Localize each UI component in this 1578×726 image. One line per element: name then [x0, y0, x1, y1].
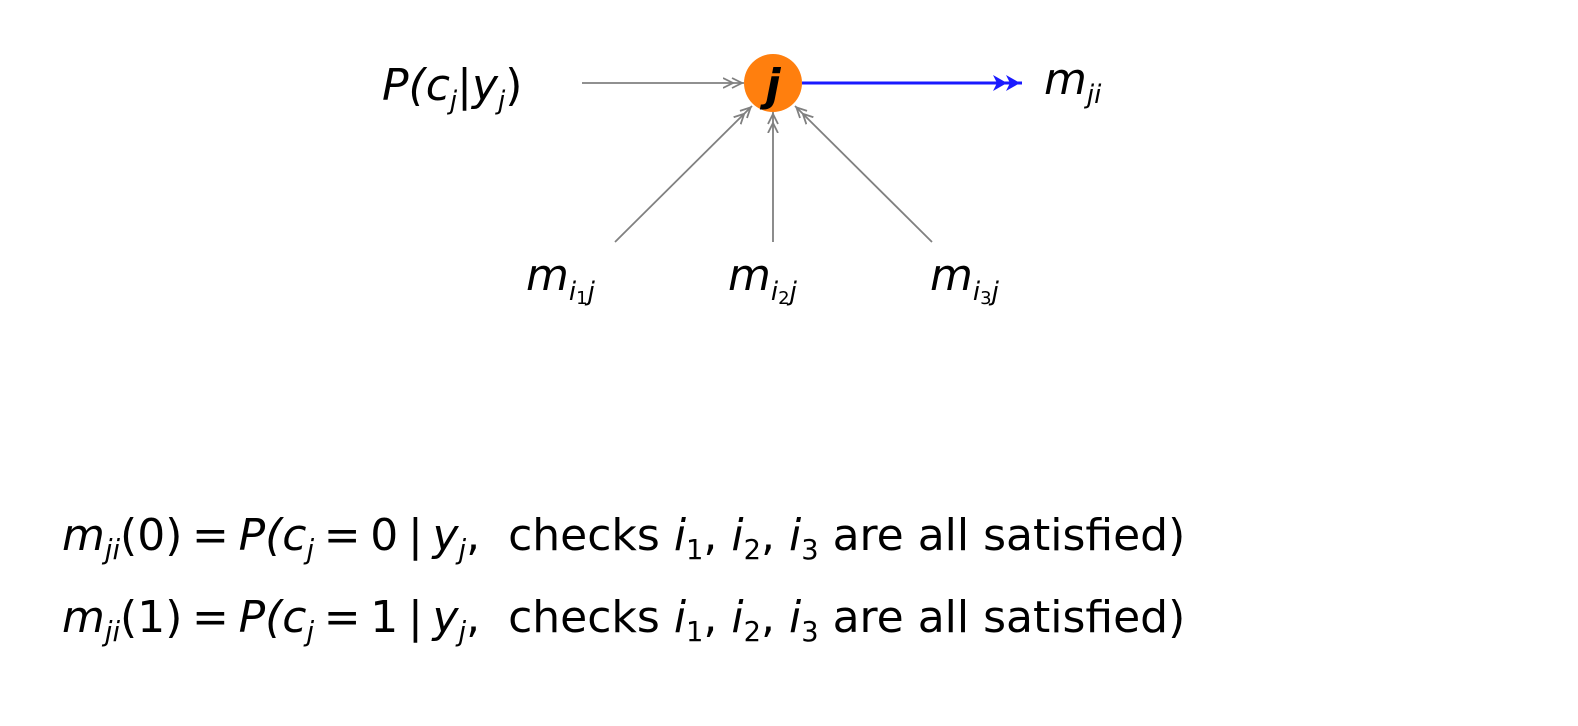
eq1-y: y [432, 592, 459, 643]
eq1-P: P( [238, 592, 283, 643]
eq1-c-sub: j [306, 616, 315, 648]
input-2-sub-n: 2 [778, 288, 789, 309]
prior-label: P(cj|yj) [382, 60, 522, 116]
eq1-lhs-m: m [62, 592, 105, 643]
eq0-comma: , [466, 510, 481, 561]
eq0-y-sub: j [458, 534, 467, 566]
equation-m1: mji(1)=P(cj=1|yj, checks i1, i2, i3 are … [62, 592, 1186, 648]
eq1-i3-sub: 3 [801, 616, 819, 648]
eq0-c-sub: j [306, 534, 315, 566]
variable-node-label: j [759, 60, 781, 111]
eq1-i2-sub: 2 [743, 616, 761, 648]
prior-sub1: j [447, 86, 458, 116]
input-arrow-1 [614, 105, 753, 243]
eq1-i1-sub: 1 [686, 616, 704, 648]
eq1-i2: i [731, 592, 744, 643]
eq0-lhs-m: m [62, 510, 105, 561]
message-equations: mji(0)=P(cj=0|yj, checks i1, i2, i3 are … [62, 498, 1185, 662]
prior-mid: |y [457, 60, 499, 111]
eq0-i1: i [673, 510, 687, 561]
input-arrow-3 [794, 105, 933, 243]
equation-m0: mji(0)=P(cj=0|yj, checks i1, i2, i3 are … [62, 510, 1186, 566]
eq1-bar: | [407, 592, 423, 643]
eq1-checks: checks [508, 592, 660, 643]
input-1-sub-j: j [585, 277, 596, 307]
output-sub: ji [1084, 80, 1102, 110]
eq0-i1-sub: 1 [686, 534, 704, 566]
prior-main: P(c [382, 60, 450, 111]
input-1-sub-i: i [569, 277, 577, 307]
eq0-bar: | [407, 510, 423, 561]
output-main: m [1044, 54, 1087, 105]
eq1-equals-2: = [323, 592, 361, 643]
input-3-main: m [930, 250, 973, 301]
eq1-tail: are all satisfied) [832, 592, 1186, 643]
input-3-sub-n: 3 [980, 288, 991, 309]
eq1-i1: i [673, 592, 687, 643]
prior-close: ) [505, 60, 522, 111]
eq0-i3: i [788, 510, 802, 561]
input-1-main: m [526, 250, 569, 301]
eq0-y: y [432, 510, 459, 561]
input-2-sub-i: i [771, 277, 779, 307]
eq1-i3: i [788, 592, 802, 643]
eq0-lhs-arg: (0) [120, 510, 183, 561]
input-3-sub-j: j [989, 277, 1000, 307]
eq0-lhs-sub: ji [104, 534, 121, 566]
eq0-i3-sub: 3 [801, 534, 819, 566]
eq1-value: 1 [370, 592, 399, 643]
eq0-equals: = [192, 510, 229, 561]
eq1-equals: = [192, 592, 229, 643]
input-2-main: m [728, 250, 771, 301]
eq0-checks: checks [508, 510, 660, 561]
eq1-comma: , [466, 592, 481, 643]
eq0-c: c [282, 510, 307, 561]
eq1-c: c [282, 592, 307, 643]
input-3-sub-i: i [973, 277, 981, 307]
input-label-2: mi2j [728, 250, 798, 309]
input-1-sub-n: 1 [576, 288, 587, 309]
output-label: mji [1044, 54, 1102, 110]
input-2-sub-j: j [787, 277, 798, 307]
input-label-1: mi1j [526, 250, 596, 309]
eq0-i2-sub: 2 [743, 534, 761, 566]
eq0-i2: i [731, 510, 744, 561]
eq1-lhs-sub: ji [104, 616, 121, 648]
eq0-P: P( [238, 510, 283, 561]
eq0-value: 0 [370, 510, 399, 561]
input-label-3: mi3j [930, 250, 1000, 309]
prior-sub2: j [495, 86, 506, 116]
variable-node-circle [744, 54, 802, 112]
eq1-y-sub: j [458, 616, 467, 648]
eq0-equals-2: = [323, 510, 361, 561]
eq1-lhs-arg: (1) [120, 592, 183, 643]
eq0-tail: are all satisfied) [832, 510, 1186, 561]
